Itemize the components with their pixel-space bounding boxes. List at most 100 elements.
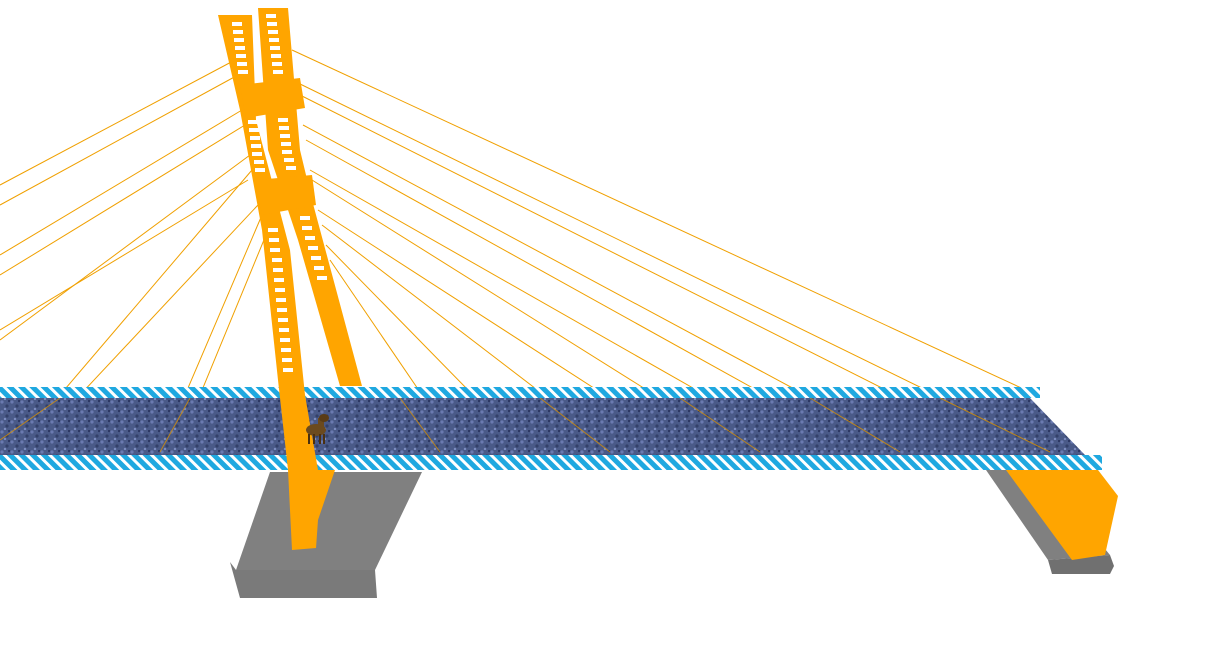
cable <box>299 94 891 393</box>
ladder-rung <box>267 22 277 26</box>
ladder-rung <box>274 278 284 282</box>
cable <box>0 154 251 341</box>
cable <box>79 204 259 396</box>
tower-ladder-back <box>266 14 327 280</box>
cable <box>59 169 253 396</box>
cable <box>329 259 421 393</box>
cable <box>309 169 701 393</box>
ladder-rung <box>314 266 324 270</box>
tower-ladder-front <box>232 22 293 372</box>
ladder-rung <box>237 62 247 66</box>
deck-cable-shadow <box>939 397 1051 453</box>
ladder-rung <box>233 30 243 34</box>
horse-leg <box>313 434 315 444</box>
ladder-rung <box>269 238 279 242</box>
abutment-right-body <box>1006 470 1118 560</box>
ladder-rung <box>308 246 318 250</box>
ladder-rung <box>252 152 262 156</box>
ladder-rung <box>286 166 296 170</box>
ladder-rung <box>280 134 290 138</box>
deck-cable-shadow <box>0 397 61 441</box>
ladder-rung <box>284 158 294 162</box>
ladder-rung <box>272 258 282 262</box>
horse-leg <box>308 434 310 444</box>
pier-shadow-left-bottom <box>230 562 377 598</box>
tower-crossbeam-lower <box>256 175 316 215</box>
cable <box>0 109 243 256</box>
ladder-rung <box>279 328 289 332</box>
abutment-right <box>1006 470 1118 560</box>
ladder-rung <box>268 30 278 34</box>
ladder-rung <box>255 168 265 172</box>
pier-shadow-left <box>230 472 422 598</box>
ladder-rung <box>234 38 244 42</box>
railing-far <box>0 387 1040 398</box>
bridge-deck <box>0 398 1085 455</box>
cable <box>295 81 931 393</box>
deck-cable-shadow <box>679 397 761 453</box>
ladder-rung <box>270 248 280 252</box>
cable <box>325 244 471 393</box>
ladder-rung <box>273 268 283 272</box>
pier-shadow-left-top <box>236 472 422 570</box>
cable <box>0 59 236 186</box>
ladder-rung <box>275 288 285 292</box>
cable <box>317 209 601 393</box>
deck-cable-shadow <box>399 397 441 453</box>
cable <box>0 74 239 206</box>
ladder-rung <box>279 126 289 130</box>
ladder-rung <box>232 22 242 26</box>
ladder-rung <box>278 318 288 322</box>
ladder-rung <box>251 144 261 148</box>
horse-neck <box>318 418 324 430</box>
ladder-rung <box>269 38 279 42</box>
ladder-rung <box>249 128 259 132</box>
ladder-rung <box>271 54 281 58</box>
tower-leg-front <box>218 15 335 550</box>
cable <box>302 124 801 393</box>
ladder-rung <box>236 54 246 58</box>
deck-cable-shadow <box>809 397 901 453</box>
ladder-rung <box>250 136 260 140</box>
ladder-rung <box>282 150 292 154</box>
ladder-rung <box>277 308 287 312</box>
tower-crossbeam-upper <box>240 78 305 118</box>
pylon-tower <box>218 8 362 550</box>
ladder-rung <box>282 358 292 362</box>
horse-leg <box>319 434 321 444</box>
ladder-rung <box>283 368 293 372</box>
horse-head <box>319 414 329 422</box>
deck-cable-shadows <box>0 397 1051 453</box>
cable <box>321 224 541 393</box>
cable <box>184 214 263 396</box>
ladder-rung <box>305 236 315 240</box>
ladder-rung <box>300 216 310 220</box>
ladder-rung <box>272 62 282 66</box>
ladder-rung <box>235 46 245 50</box>
deck-cable-shadow <box>159 397 191 453</box>
stay-cables <box>0 49 1031 451</box>
horse-leg <box>323 434 325 444</box>
cable <box>291 49 1031 393</box>
ladder-rung <box>238 70 248 74</box>
ladder-rung <box>302 226 312 230</box>
ladder-rung <box>311 256 321 260</box>
cable <box>305 139 761 393</box>
cable <box>0 124 246 276</box>
deck-surface <box>0 398 1085 455</box>
ladder-rung <box>317 276 327 280</box>
horse-figure <box>306 414 329 444</box>
cable <box>311 179 651 393</box>
ladder-rung <box>266 14 276 18</box>
ladder-rung <box>273 70 283 74</box>
deck-cable-shadow <box>539 397 611 453</box>
ladder-rung <box>270 46 280 50</box>
deck-railings <box>0 387 1102 470</box>
ladder-rung <box>276 298 286 302</box>
ladder-rung <box>248 120 258 124</box>
ladder-rung <box>281 348 291 352</box>
ladder-rung <box>254 160 264 164</box>
ladder-rung <box>268 228 278 232</box>
ladder-rung <box>280 338 290 342</box>
